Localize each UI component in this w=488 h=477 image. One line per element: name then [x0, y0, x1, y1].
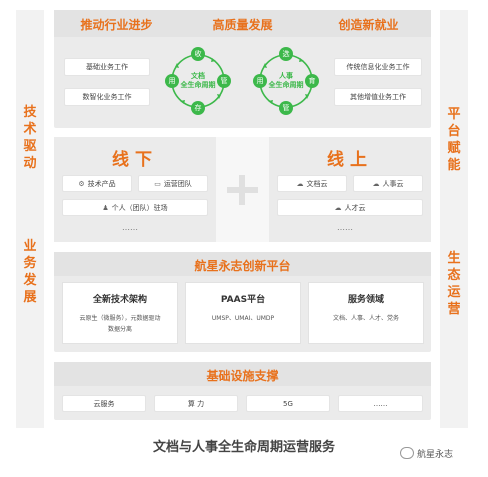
platform-card-services: 服务领域 文档、人事、人才、党务 [308, 282, 424, 344]
hr-node-select: 选 [279, 47, 293, 61]
doc-node-store: 存 [191, 101, 205, 115]
infra-item-cloud: 云服务 [62, 395, 146, 412]
offline-more: …… [122, 223, 138, 232]
offline-box: 线下 ⚙技术产品 ▭运营团队 ♟个人（团队）驻场 …… [54, 137, 216, 242]
platform-card-services-title: 服务领域 [347, 295, 384, 305]
side-right-top-label: 平台赋能 [440, 106, 468, 174]
doc-node-use: 用 [165, 74, 179, 88]
platform-card-paas-desc: UMSP、UMAI、UMDP [211, 315, 275, 322]
work-item-basic: 基础业务工作 [64, 58, 150, 76]
side-left-bottom-label: 业务发展 [16, 238, 44, 306]
hr-node-develop: 育 [305, 74, 319, 88]
online-box: 线上 ☁文档云 ☁人事云 ☁人才云 …… [269, 137, 431, 242]
brand-name: 航星永志 [417, 449, 454, 460]
infra-header-bar [54, 362, 431, 386]
online-item-hr-label: 人事云 [382, 179, 404, 188]
goals-header-bar [54, 10, 431, 37]
hr-lifecycle-center: 人事 全生命周期 [268, 72, 304, 89]
goal-header-2: 高质量发展 [212, 18, 273, 32]
online-item-hr-cloud: ☁人事云 [353, 175, 423, 192]
plus-sign-icon [216, 137, 269, 242]
online-item-talent-label: 人才云 [344, 203, 366, 212]
side-left-top-label: 技术驱动 [16, 104, 44, 172]
offline-title: 线下 [112, 150, 158, 170]
gear-icon: ⚙ [78, 179, 85, 188]
hr-node-use: 用 [253, 74, 267, 88]
offline-item-onsite: ♟个人（团队）驻场 [62, 199, 208, 216]
right-side-column: 平台赋能 生态运营 [440, 10, 468, 428]
goal-header-1: 推动行业进步 [80, 18, 153, 32]
infra-item-5g: 5G [246, 395, 330, 412]
infrastructure-panel: 基础设施支撑 云服务 算 力 5G …… [54, 362, 431, 420]
platform-title: 航星永志创新平台 [194, 259, 291, 273]
goals-panel: 推动行业进步 高质量发展 创造新就业 基础业务工作 数智化业务工作 传统信息化业… [54, 10, 431, 128]
side-right-top-text: 平台赋能 [447, 107, 461, 173]
doc-lifecycle-center: 文档 全生命周期 [180, 72, 216, 89]
cloud-icon: ☁ [334, 203, 342, 212]
cloud-icon: ☁ [372, 179, 380, 188]
cloud-icon: ☁ [296, 179, 304, 188]
platform-header-bar [54, 252, 431, 276]
platform-card-paas: PAAS平台 UMSP、UMAI、UMDP [185, 282, 301, 344]
platform-card-services-desc: 文档、人事、人才、党务 [332, 315, 399, 322]
platform-card-architecture: 全新技术架构 云原生（微服务），元数据驱动 数据分离 [62, 282, 178, 344]
person-icon: ♟ [102, 203, 109, 212]
online-more: …… [337, 223, 353, 232]
side-right-bottom-text: 生态运营 [447, 251, 461, 317]
side-left-top-text: 技术驱动 [23, 105, 37, 171]
online-item-doc-cloud: ☁文档云 [277, 175, 347, 192]
infra-item-compute: 算 力 [154, 395, 238, 412]
chat-icon: ▭ [154, 179, 161, 188]
offline-item-tech-label: 技术产品 [87, 179, 116, 188]
doc-lifecycle-diagram: 收 管 存 用 文档 全生命周期 [160, 41, 236, 121]
channels-panel: 线下 ⚙技术产品 ▭运营团队 ♟个人（团队）驻场 …… 线上 ☁文档云 ☁人事云… [54, 137, 431, 242]
left-side-column: 技术驱动 业务发展 [16, 10, 44, 428]
doc-node-collect: 收 [191, 47, 205, 61]
platform-card-paas-title: PAAS平台 [220, 295, 266, 305]
wechat-icon [400, 447, 414, 459]
platform-card-architecture-desc: 云原生（微服务），元数据驱动 数据分离 [79, 315, 161, 333]
brand-badge: 航星永志 [400, 446, 453, 460]
work-item-digital: 数智化业务工作 [64, 88, 150, 106]
platform-card-architecture-title: 全新技术架构 [92, 295, 147, 305]
offline-item-onsite-label: 个人（团队）驻场 [111, 203, 168, 212]
online-title: 线上 [327, 150, 373, 170]
offline-item-tech-products: ⚙技术产品 [62, 175, 132, 192]
online-item-talent-cloud: ☁人才云 [277, 199, 423, 216]
footer-caption: 文档与人事全生命周期运营服务 [152, 440, 335, 455]
side-left-bottom-text: 业务发展 [23, 239, 37, 305]
goal-header-3: 创造新就业 [338, 18, 399, 32]
work-item-traditional: 传统信息化业务工作 [334, 58, 422, 76]
infra-item-more: …… [338, 395, 423, 412]
infra-title: 基础设施支撑 [206, 369, 279, 383]
hr-node-manage: 管 [279, 101, 293, 115]
hr-lifecycle-diagram: 选 育 管 用 人事 全生命周期 [248, 41, 324, 121]
platform-panel: 航星永志创新平台 全新技术架构 云原生（微服务），元数据驱动 数据分离 PAAS… [54, 252, 431, 352]
online-item-doc-label: 文档云 [306, 179, 328, 188]
offline-item-ops-label: 运营团队 [163, 179, 192, 188]
side-right-bottom-label: 生态运营 [440, 250, 468, 318]
doc-node-manage: 管 [217, 74, 231, 88]
offline-item-ops-team: ▭运营团队 [138, 175, 208, 192]
work-item-value-added: 其他增值业务工作 [334, 88, 422, 106]
